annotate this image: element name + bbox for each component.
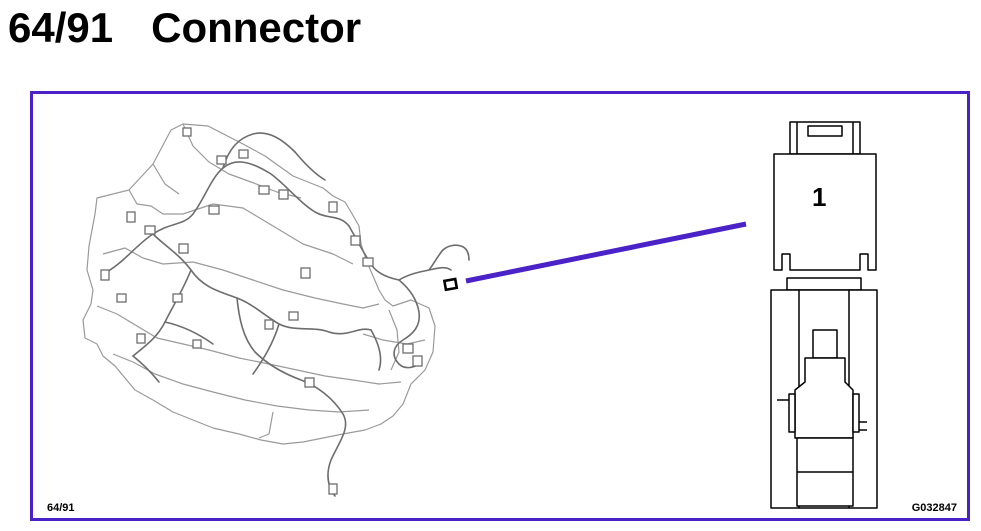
- diagram-art: [82, 121, 878, 509]
- diagram-reference-label: G032847: [911, 502, 957, 514]
- target-connector: [442, 277, 459, 292]
- connector-pin-label: 1: [812, 182, 827, 212]
- connector-side-view: [770, 277, 878, 509]
- title-text: Connector: [151, 4, 362, 51]
- wiring-harness: [102, 132, 470, 497]
- harness-connectors: [100, 127, 423, 495]
- diagram-code-label: 64/91: [47, 502, 75, 514]
- diagram-frame: 1 64/91 G032847: [30, 91, 970, 521]
- engine-illustration: [82, 123, 436, 445]
- page-title: 64/91 Connector: [8, 2, 361, 54]
- connector-face-view: [773, 121, 877, 271]
- title-code: 64/91: [8, 4, 114, 51]
- pointer-line: [465, 221, 747, 284]
